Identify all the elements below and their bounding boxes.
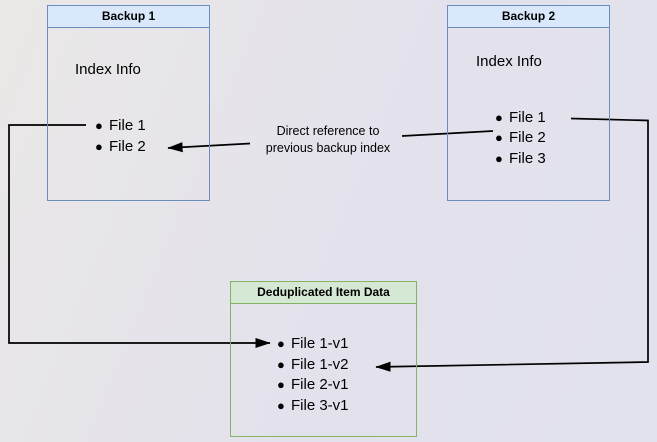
bullet-icon: ● <box>277 356 285 372</box>
file-label: File 3-v1 <box>291 396 349 414</box>
file-label: File 1 <box>109 117 146 134</box>
dedup-file-list: ● File 1-v1 ● File 1-v2 ● File 2-v1 ● Fi… <box>277 333 349 416</box>
list-item: ● File 1-v1 <box>277 333 349 354</box>
backup2-index-info-label: Index Info <box>476 53 542 70</box>
file-label: File 1-v2 <box>291 355 349 373</box>
list-item: ● File 2 <box>495 128 546 149</box>
list-item: ● File 2 <box>95 136 146 157</box>
backup2-file-list: ● File 1 ● File 2 ● File 3 <box>495 107 546 169</box>
bullet-icon: ● <box>277 377 285 393</box>
list-item: ● File 1 <box>495 107 546 128</box>
bullet-icon: ● <box>495 109 503 125</box>
file-label: File 1 <box>509 108 546 126</box>
bullet-icon: ● <box>277 335 285 351</box>
file-label: File 2-v1 <box>291 376 349 394</box>
backup2-title: Backup 2 <box>448 6 609 28</box>
bullet-icon: ● <box>95 118 103 133</box>
list-item: ● File 3 <box>495 148 546 169</box>
file-label: File 3 <box>509 149 546 167</box>
bullet-icon: ● <box>495 150 503 166</box>
backup1-title: Backup 1 <box>48 6 209 28</box>
backup1-box: Backup 1 Index Info ● File 1 ● File 2 <box>47 5 210 201</box>
dedup-box: Deduplicated Item Data ● File 1-v1 ● Fil… <box>230 281 417 437</box>
backup1-index-info-label: Index Info <box>75 61 141 78</box>
file-label: File 2 <box>509 129 546 147</box>
list-item: ● File 2-v1 <box>277 374 349 395</box>
backup2-box: Backup 2 Index Info ● File 1 ● File 2 ● … <box>447 5 610 201</box>
list-item: ● File 3-v1 <box>277 395 349 416</box>
bullet-icon: ● <box>495 130 503 146</box>
bullet-icon: ● <box>95 139 103 154</box>
list-item: ● File 1 <box>95 115 146 136</box>
file-label: File 1-v1 <box>291 334 349 352</box>
file-label: File 2 <box>109 138 146 155</box>
dedup-title: Deduplicated Item Data <box>231 282 416 304</box>
direct-reference-label: Direct reference to previous backup inde… <box>265 124 391 155</box>
bullet-icon: ● <box>277 397 285 413</box>
backup1-file-list: ● File 1 ● File 2 <box>95 115 146 157</box>
list-item: ● File 1-v2 <box>277 354 349 375</box>
